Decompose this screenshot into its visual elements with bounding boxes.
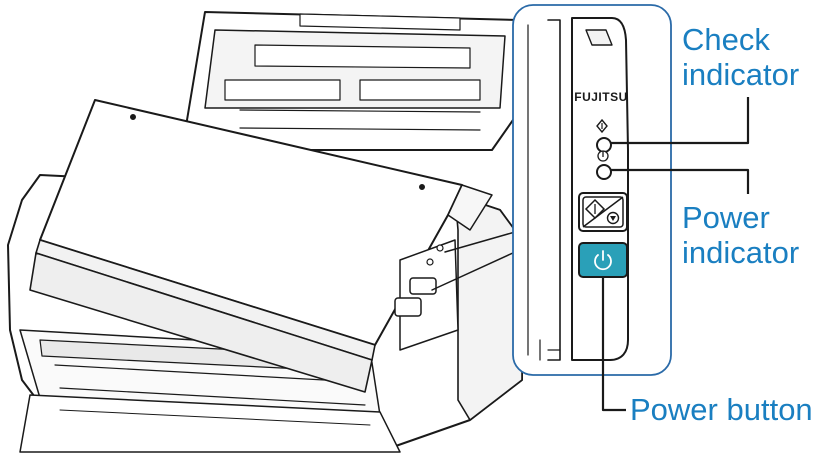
scanner bbox=[7, 11, 523, 453]
check-indicator-label-line-1: Check bbox=[682, 22, 770, 57]
power-icon bbox=[594, 250, 612, 271]
power-indicator-led bbox=[596, 164, 612, 180]
power-button-label: Power button bbox=[630, 392, 813, 427]
callout-leaders bbox=[601, 97, 750, 412]
scan-stop-button[interactable] bbox=[578, 192, 628, 232]
power-button-label-line-1: Power button bbox=[630, 392, 813, 427]
power-button[interactable] bbox=[578, 242, 628, 278]
fujitsu-logo-text: FUJITSU bbox=[574, 90, 628, 104]
zoom-leader-lines bbox=[431, 231, 516, 291]
operator-panel-small bbox=[394, 239, 459, 351]
power-indicator-label-line-1: Power bbox=[682, 200, 770, 235]
check-indicator-label-line-2: indicator bbox=[682, 57, 800, 92]
adf-top-cover bbox=[29, 99, 493, 393]
power-indicator-label-line-2: indicator bbox=[682, 235, 800, 270]
check-indicator-label: Check indicator bbox=[682, 22, 799, 92]
stop-icon bbox=[606, 211, 620, 225]
scan-diamond-icon bbox=[582, 196, 624, 228]
power-icon bbox=[596, 149, 610, 163]
scan-diamond-icon bbox=[595, 118, 609, 134]
power-indicator-label: Power indicator bbox=[682, 200, 799, 270]
paper-chute bbox=[181, 11, 521, 151]
